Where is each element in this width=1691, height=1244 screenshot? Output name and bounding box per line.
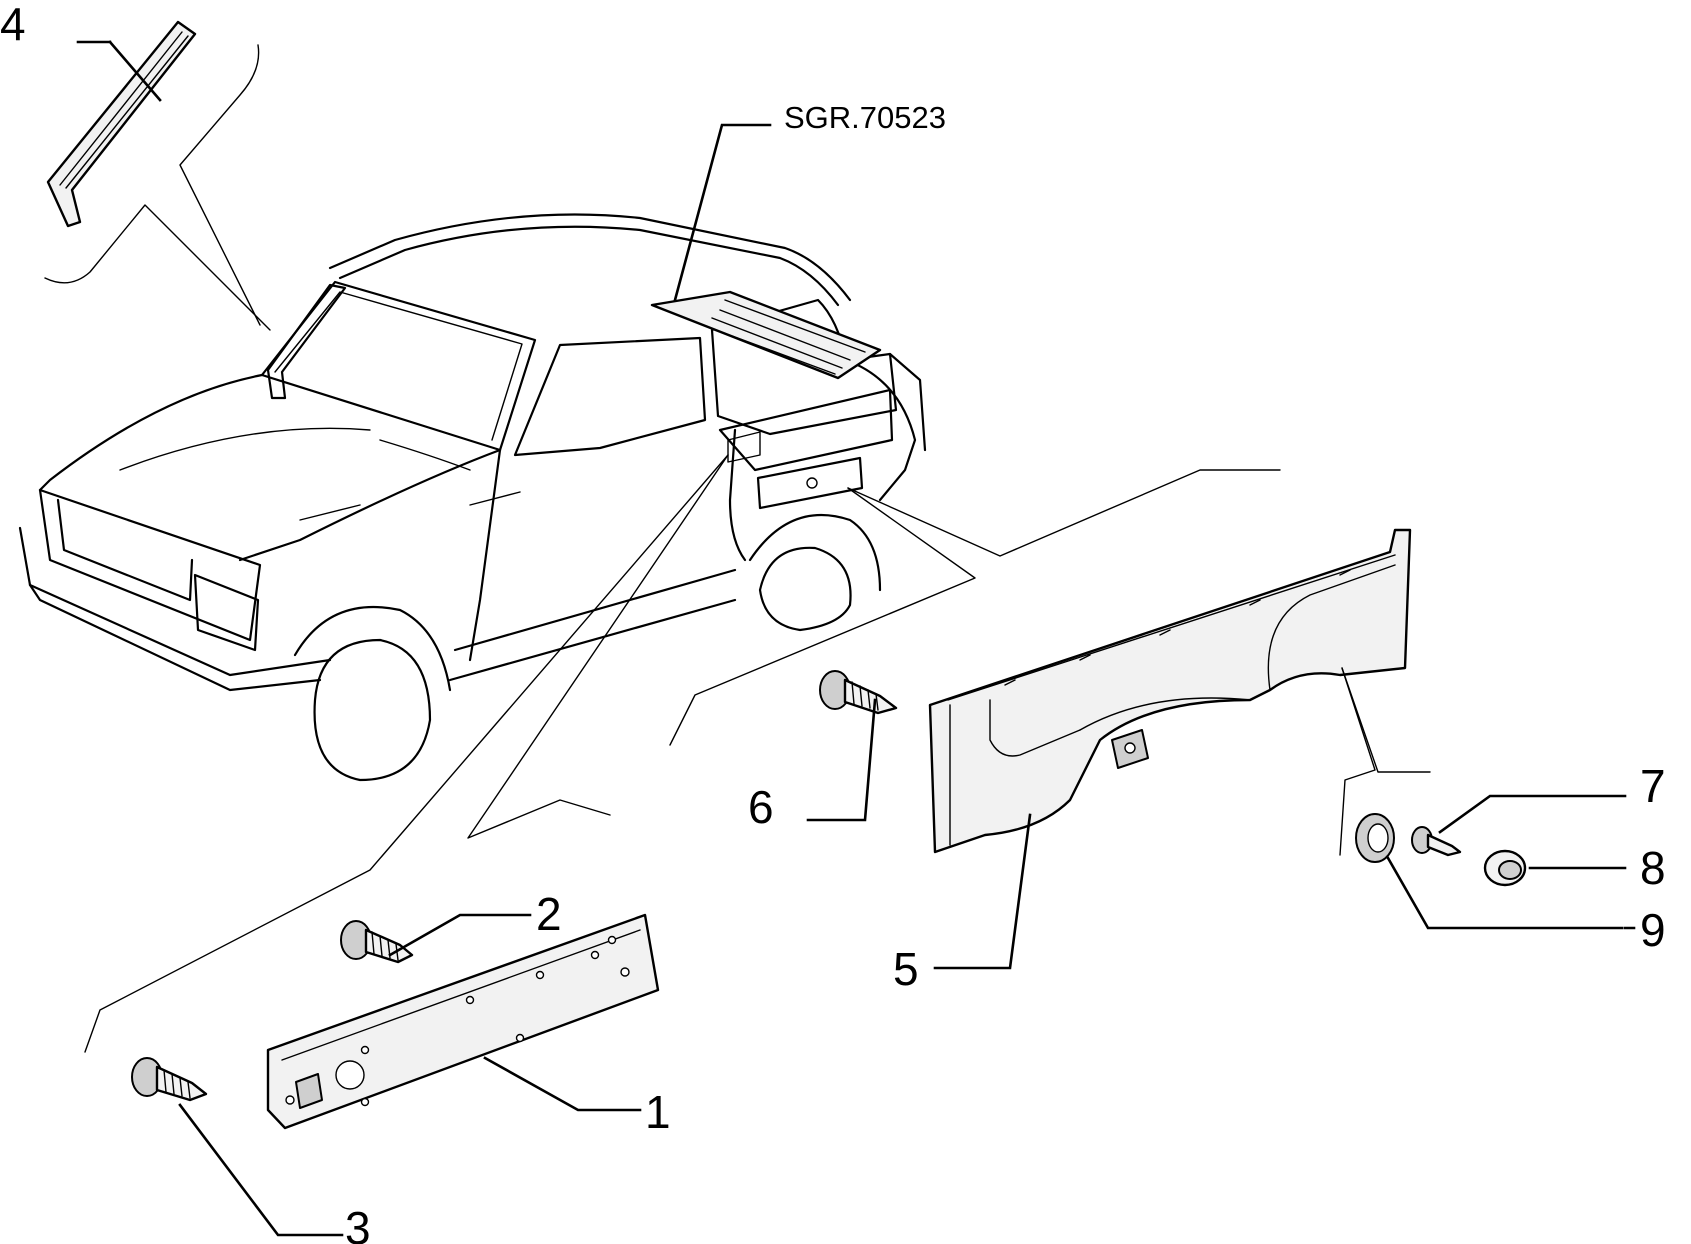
windshield-trim-on-car (266, 283, 347, 400)
callout-leaders (76, 40, 1636, 1237)
callout-5: 5 (893, 943, 919, 995)
part-4-windshield-moulding (44, 20, 271, 331)
trim-panel-on-car (718, 388, 894, 510)
callout-2: 2 (536, 888, 562, 940)
reference-label: SGR.70523 (784, 100, 946, 135)
callout-3: 3 (345, 1202, 371, 1244)
callout-4: 4 (0, 0, 26, 50)
callout-9: 9 (1640, 904, 1666, 956)
part-9-grommet (1355, 813, 1395, 863)
part-3-screw (131, 1057, 208, 1102)
part-5-rear-side-trim (928, 528, 1412, 854)
car-body-outline (18, 213, 927, 782)
callout-8: 8 (1640, 842, 1666, 894)
assembly-lines (84, 123, 1431, 1053)
part-7-screw (1411, 826, 1462, 857)
part-8-cap-nut (1483, 849, 1527, 887)
part-2-screw (340, 920, 414, 964)
callout-7: 7 (1640, 760, 1666, 812)
part-1-trim-panel (266, 913, 660, 1130)
callout-6: 6 (748, 781, 774, 833)
part-6-screw (819, 670, 898, 715)
callout-1: 1 (645, 1086, 671, 1138)
parcel-shelf-on-car (650, 290, 882, 380)
